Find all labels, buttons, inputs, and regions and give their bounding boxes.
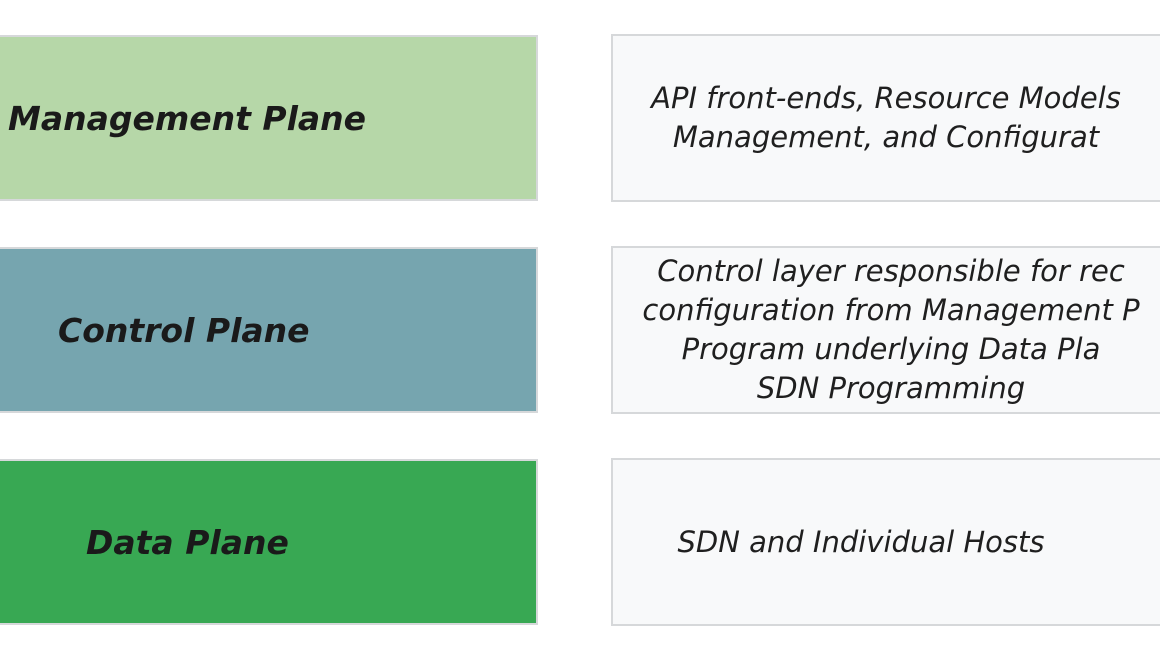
data-plane-box: Data Plane: [0, 459, 538, 625]
management-plane-description-box: API front-ends, Resource Models Manageme…: [611, 34, 1160, 202]
description-line: configuration from Management P: [642, 293, 1140, 327]
management-plane-box: Management Plane: [0, 35, 538, 201]
data-plane-description-box: SDN and Individual Hosts: [611, 458, 1160, 626]
management-plane-description: API front-ends, Resource Models Manageme…: [651, 79, 1121, 157]
control-plane-description-box: Control layer responsible for rec config…: [611, 246, 1160, 414]
description-line: SDN Programming: [756, 371, 1026, 405]
description-line: Control layer responsible for rec: [657, 254, 1125, 288]
control-plane-box: Control Plane: [0, 247, 538, 413]
description-line: Management, and Configurat: [672, 120, 1100, 154]
control-plane-label: Control Plane: [58, 310, 310, 350]
data-plane-label: Data Plane: [86, 522, 289, 562]
description-line: SDN and Individual Hosts: [677, 524, 1045, 559]
data-plane-description: SDN and Individual Hosts: [677, 523, 1044, 562]
control-plane-description: Control layer responsible for rec config…: [642, 252, 1139, 408]
management-plane-label: Management Plane: [8, 98, 367, 138]
description-line: Program underlying Data Pla: [681, 332, 1101, 366]
description-line: API front-ends, Resource Models: [651, 81, 1121, 115]
